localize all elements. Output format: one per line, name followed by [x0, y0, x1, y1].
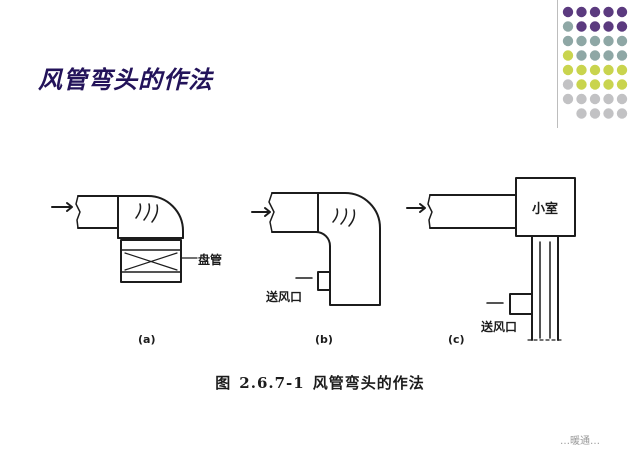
panel-a-label: (a) [138, 333, 155, 346]
decorative-dot [576, 79, 587, 90]
figure-number: 2.6.7-1 [239, 374, 305, 392]
decorative-dot [562, 6, 574, 18]
decorative-dot [616, 21, 628, 32]
decorative-dot [562, 93, 574, 105]
figure-title: 风管弯头的作法 [312, 374, 425, 392]
decorative-dot [589, 64, 601, 76]
decorative-dot [576, 108, 587, 119]
decorative-dot [562, 35, 574, 47]
panel-a-coil-label: 盘管 [198, 252, 222, 267]
watermark-text: …暖通… [560, 436, 600, 447]
decorative-dot [603, 108, 614, 119]
decorative-dot [603, 6, 614, 18]
decorative-dot-grid [562, 6, 628, 119]
decorative-dot [576, 21, 587, 32]
decorative-dot [616, 93, 628, 105]
decorative-dot [576, 35, 587, 47]
decorative-dot [616, 79, 628, 90]
decorative-dot [603, 35, 614, 47]
decorative-dot [562, 64, 574, 76]
decorative-dot [603, 93, 614, 105]
decorative-dot [562, 79, 574, 90]
decorative-dot [589, 21, 601, 32]
decorative-dot [616, 35, 628, 47]
decorative-dot [589, 35, 601, 47]
decorative-dot [589, 79, 601, 90]
decorative-dot [603, 21, 614, 32]
decorative-dot [576, 6, 587, 18]
decorative-dot [562, 50, 574, 61]
panel-a-drawing [51, 195, 198, 283]
decorative-dot [589, 50, 601, 61]
decorative-dot [603, 50, 614, 61]
divider-line [557, 0, 558, 128]
decorative-dot [616, 50, 628, 61]
panel-c-drawing [406, 177, 576, 341]
panel-b-label: (b) [315, 333, 333, 346]
panel-b-drawing [251, 192, 381, 306]
panel-c-box-label: 小室 [532, 201, 558, 217]
decorative-dot [616, 108, 628, 119]
decorative-dot [616, 64, 628, 76]
decorative-dot [576, 64, 587, 76]
decorative-dot [576, 50, 587, 61]
decorative-dot [576, 93, 587, 105]
decorative-dot [589, 6, 601, 18]
figure-caption: 图 2.6.7-1 风管弯头的作法 [0, 372, 640, 393]
panel-c-outlet-label: 送风口 [480, 319, 517, 334]
panel-b-outlet-label: 送风口 [265, 289, 302, 304]
decorative-dot [589, 93, 601, 105]
decorative-dot [562, 21, 574, 32]
decorative-dot [589, 108, 601, 119]
slide-title: 风管弯头的作法 [38, 65, 213, 94]
decorative-dot [616, 6, 628, 18]
decorative-dot [603, 64, 614, 76]
panel-c-label: (c) [448, 333, 465, 346]
figure-prefix: 图 [215, 374, 232, 392]
decorative-dot [603, 79, 614, 90]
